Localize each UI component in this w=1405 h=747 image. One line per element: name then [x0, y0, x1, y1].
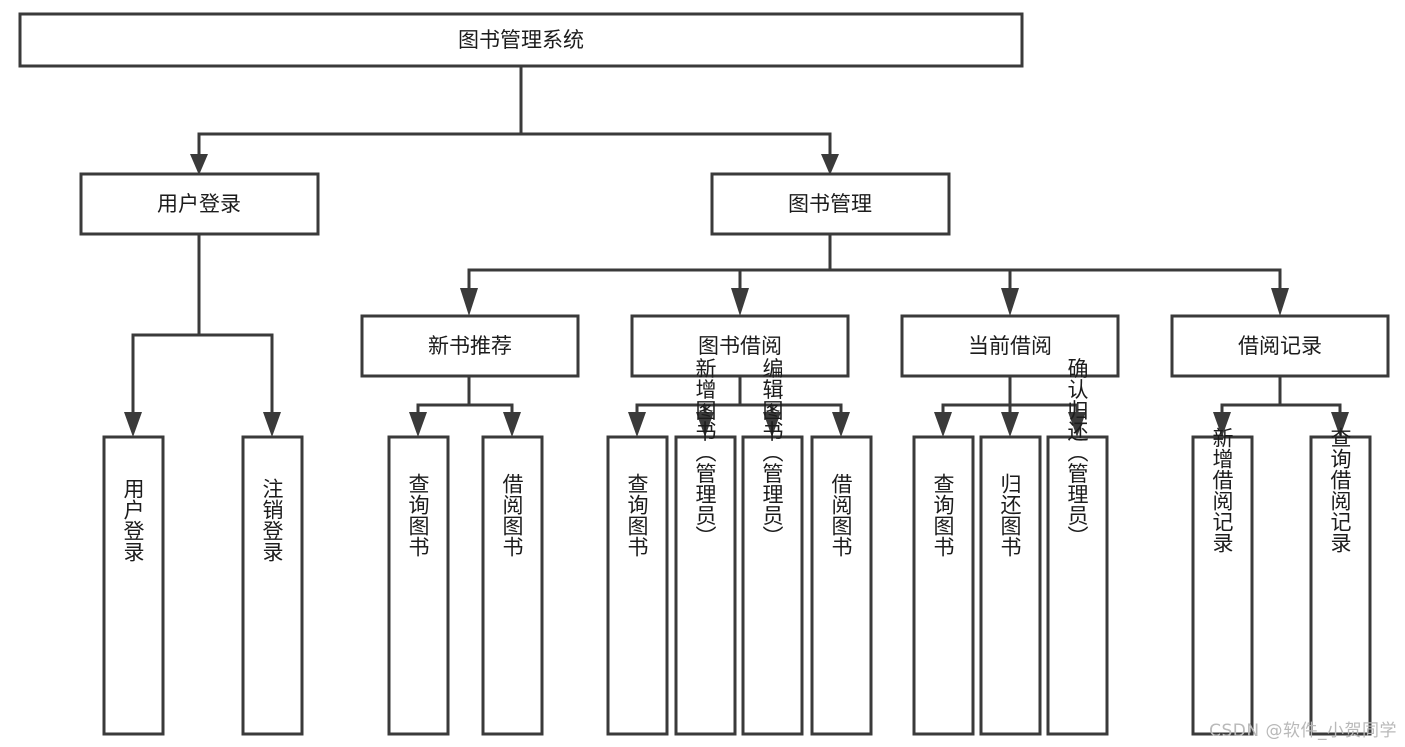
node-new-book-recommend-label: 新书推荐 [428, 334, 512, 358]
arrowhead-leaf-c2 [763, 412, 781, 437]
leaf-edit-book-admin-label: 编辑图书（管理员） [760, 358, 784, 547]
node-borrow-record-box[interactable] [1170, 314, 1390, 378]
arrowhead-leaf-d2 [1068, 412, 1086, 437]
leaf-query-borrow-record[interactable]: 查询借阅记录 [1309, 427, 1372, 736]
arrowhead-leaf-d1 [1001, 412, 1019, 437]
arrowhead-leaf-c0 [628, 412, 646, 437]
node-new-book-recommend[interactable]: 新书推荐 [360, 314, 580, 378]
node-root-label: 图书管理系统 [458, 28, 584, 52]
leaf-logout-label: 注销登录 [260, 478, 284, 562]
arrowhead-l3-0 [460, 288, 478, 316]
arrowhead-leaf-c3 [832, 412, 850, 437]
connector-layer [124, 64, 1349, 437]
leaf-return-book-box[interactable] [979, 435, 1042, 736]
leaf-query-book-b-box[interactable] [387, 435, 450, 736]
arrowhead-leaf-c1 [696, 412, 714, 437]
leaf-query-book-d-label: 查询图书 [931, 473, 955, 557]
leaf-query-book-d[interactable]: 查询图书 [912, 435, 975, 736]
arrowhead-l3-1 [731, 288, 749, 316]
node-book-borrow-label: 图书借阅 [698, 334, 782, 358]
node-current-borrow-label: 当前借阅 [968, 334, 1052, 358]
node-user-login[interactable]: 用户登录 [79, 172, 320, 236]
leaf-add-borrow-record-box[interactable] [1191, 435, 1254, 736]
csdn-watermark: CSDN @软件_小贺同学 [1209, 721, 1397, 741]
node-book-management[interactable]: 图书管理 [710, 172, 951, 236]
leaf-user-login-box[interactable] [102, 435, 165, 736]
leaf-query-borrow-record-label: 查询借阅记录 [1328, 427, 1352, 553]
arrowhead-leaf-b1 [503, 412, 521, 437]
node-user-login-box[interactable] [79, 172, 320, 236]
leaf-query-book-d-box[interactable] [912, 435, 975, 736]
leaf-return-book-label: 归还图书 [998, 473, 1022, 557]
leaf-confirm-return-admin[interactable]: 确认归还（管理员） [1046, 358, 1109, 736]
node-root-box[interactable] [18, 12, 1024, 68]
leaf-user-login-label: 用户登录 [121, 478, 145, 562]
node-borrow-record-label: 借阅记录 [1238, 334, 1322, 358]
leaf-borrow-book-b[interactable]: 借阅图书 [481, 435, 544, 736]
node-current-borrow-box[interactable] [900, 314, 1120, 378]
leaf-borrow-book-c[interactable]: 借阅图书 [810, 435, 873, 736]
leaf-confirm-return-admin-label: 确认归还（管理员） [1065, 358, 1089, 547]
node-user-login-label: 用户登录 [157, 192, 241, 216]
leaf-logout-box[interactable] [241, 435, 304, 736]
leaf-add-book-admin-label: 新增图书（管理员） [693, 358, 717, 547]
leaf-return-book[interactable]: 归还图书 [979, 435, 1042, 736]
node-borrow-record[interactable]: 借阅记录 [1170, 314, 1390, 378]
arrowhead-l3-2 [1001, 288, 1019, 316]
leaf-add-book-admin-box[interactable] [674, 435, 737, 736]
leaf-edit-book-admin[interactable]: 编辑图书（管理员） [741, 358, 804, 736]
arrowhead-leaf-a1 [263, 412, 281, 437]
leaf-borrow-book-c-label: 借阅图书 [829, 473, 853, 557]
arrowhead-leaf-b0 [409, 412, 427, 437]
leaf-borrow-book-b-box[interactable] [481, 435, 544, 736]
leaf-query-borrow-record-box[interactable] [1309, 435, 1372, 736]
node-book-borrow-box[interactable] [630, 314, 850, 378]
node-new-book-recommend-box[interactable] [360, 314, 580, 378]
leaf-query-book-c[interactable]: 查询图书 [606, 435, 669, 736]
arrowhead-leaf-a0 [124, 412, 142, 437]
node-root[interactable]: 图书管理系统 [18, 12, 1024, 68]
leaf-query-book-b-label: 查询图书 [406, 473, 430, 557]
arrowhead-leaf-e1 [1331, 412, 1349, 437]
node-book-management-box[interactable] [710, 172, 951, 236]
leaf-query-book-b[interactable]: 查询图书 [387, 435, 450, 736]
leaf-edit-book-admin-box[interactable] [741, 435, 804, 736]
arrowhead-book-mgmt [821, 154, 839, 175]
leaf-user-login[interactable]: 用户登录 [102, 435, 165, 736]
leaf-borrow-book-c-box[interactable] [810, 435, 873, 736]
node-current-borrow[interactable]: 当前借阅 [900, 314, 1120, 378]
leaf-logout[interactable]: 注销登录 [241, 435, 304, 736]
leaf-borrow-book-b-label: 借阅图书 [500, 473, 524, 557]
leaf-confirm-return-admin-box[interactable] [1046, 435, 1109, 736]
leaf-add-borrow-record-label: 新增借阅记录 [1210, 427, 1234, 553]
leaf-query-book-c-label: 查询图书 [625, 473, 649, 557]
leaf-add-book-admin[interactable]: 新增图书（管理员） [674, 358, 737, 736]
node-book-borrow[interactable]: 图书借阅 [630, 314, 850, 378]
leaf-query-book-c-box[interactable] [606, 435, 669, 736]
arrowhead-leaf-e0 [1213, 412, 1231, 437]
arrowhead-leaf-d0 [934, 412, 952, 437]
arrowhead-l3-3 [1271, 288, 1289, 316]
arrowhead-user-login [190, 154, 208, 175]
node-book-management-label: 图书管理 [788, 192, 872, 216]
leaf-add-borrow-record[interactable]: 新增借阅记录 [1191, 427, 1254, 736]
